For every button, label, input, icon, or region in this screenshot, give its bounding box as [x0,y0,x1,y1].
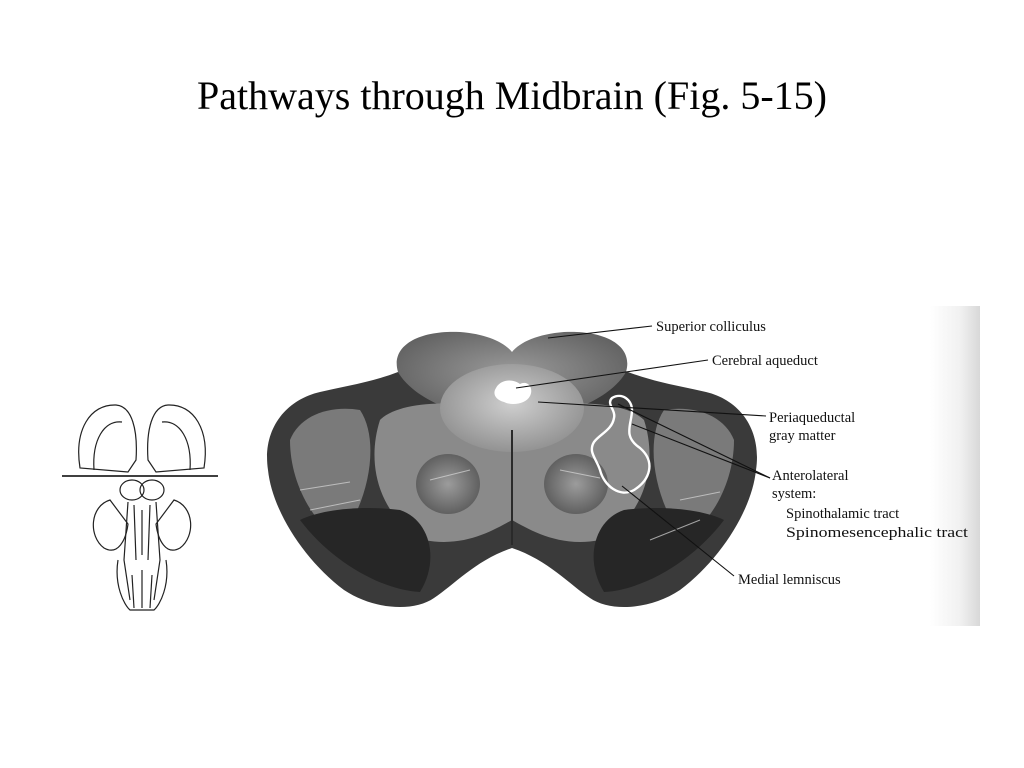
left-nucleus [416,454,480,514]
leader-lines [515,325,771,577]
label-periaqueductal-2: gray matter [769,428,836,444]
label-spinomesencephalic: Spinomesencephalic tract [786,525,968,541]
label-anterolateral-2: system: [772,486,816,502]
label-superior-colliculus: Superior colliculus [656,319,766,335]
anterolateral-outline [590,394,651,494]
label-cerebral-aqueduct: Cerebral aqueduct [712,353,818,369]
label-periaqueductal-1: Periaqueductal [769,410,855,426]
periaqueductal-gray [440,364,584,452]
midbrain-section [267,331,757,608]
label-anterolateral-1: Anterolateral [772,468,849,484]
brainstem-schematic [78,404,206,611]
scan-page-edge [930,306,980,626]
label-medial-lemniscus: Medial lemniscus [738,572,841,588]
right-nucleus [544,454,608,514]
slide-title: Pathways through Midbrain (Fig. 5-15) [197,73,827,118]
cerebral-aqueduct [494,380,532,404]
label-spinothalamic: Spinothalamic tract [786,506,899,522]
